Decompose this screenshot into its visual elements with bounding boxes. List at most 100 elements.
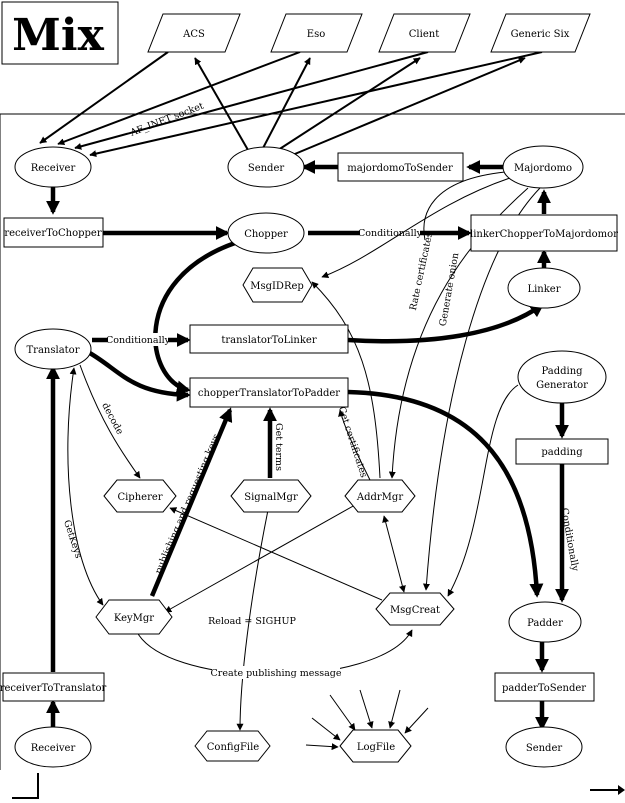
edge-log-4 [404,707,429,734]
svg-text:Chopper: Chopper [244,229,288,240]
svg-text:Linker: Linker [527,284,560,295]
edge-acs-receiver [39,51,169,144]
node-majordomo-to-sender: majordomoToSender [337,152,464,182]
node-padder-to-sender: padderToSender [494,672,595,702]
svg-text:SignalMgr: SignalMgr [244,492,298,503]
svg-text:KeyMgr: KeyMgr [114,613,154,624]
edge-signalmgr-configfile [236,509,269,731]
edge-label-generate-onion: Generate onion [438,252,462,327]
svg-text:LogFile: LogFile [357,742,395,753]
entry-line [12,773,39,799]
edge-log-5 [311,717,341,741]
svg-text:Translator: Translator [27,345,80,356]
svg-text:ConfigFile: ConfigFile [207,742,260,753]
edge-log-6 [305,743,339,751]
node-translator: Translator [14,328,92,370]
edge-label-conditionally-chopper: Conditionally [358,228,423,239]
svg-text:majordomoToSender: majordomoToSender [347,163,453,174]
edge-majordomo-chopper-thin [423,171,506,241]
node-receiver-bottom: Receiver [14,726,92,768]
svg-text:MsgCreat: MsgCreat [390,605,440,616]
svg-text:Padding: Padding [541,366,583,377]
edge-label-af-inet: AF_INET socket [128,101,206,140]
svg-text:Eso: Eso [307,29,325,40]
mix-boundary [0,113,625,770]
svg-text:ACS: ACS [182,29,205,40]
edge-generic-receiver [89,51,543,158]
node-client: Client [378,13,471,53]
node-sender-top: Sender [227,146,305,188]
node-linker-chopper-to-majordomo: linkerChopperToMajordomor [470,214,618,252]
svg-text:Generic Six: Generic Six [511,29,570,40]
svg-text:translatorToLinker: translatorToLinker [221,335,316,346]
svg-text:Sender: Sender [526,743,563,754]
node-acs: ACS [147,13,241,53]
edge-log-2 [359,689,374,729]
edge-translator-keymgr [67,367,104,606]
svg-text:Receiver: Receiver [31,163,76,174]
edge-addrmgr-cttp [338,409,371,481]
svg-text:Generator: Generator [536,380,588,391]
node-cipherer: Cipherer [103,479,177,513]
node-linker: Linker [507,267,581,309]
edge-label-getkeys: GetKeys [61,519,84,560]
edge-client-receiver [74,51,429,150]
svg-text:MsgIDRep: MsgIDRep [250,281,304,292]
edge-addrmgr-msgcreat [382,515,406,593]
edge-majordomo-msgidrep [321,177,511,279]
edge-sender-client [274,57,421,153]
node-padding: padding [515,438,609,465]
node-padder: Padder [508,601,582,643]
node-chopper: Chopper [227,212,305,254]
svg-text:chopperTranslatorToPadder: chopperTranslatorToPadder [198,388,340,399]
edge-label-reload-sighup: Reload = SIGHUP [208,616,296,627]
node-chopper-translator-to-padder: chopperTranslatorToPadder [189,377,349,408]
node-receiver-to-chopper: receiverToChopper [3,217,104,248]
title-box: Mix [1,1,119,65]
node-signal-mgr: SignalMgr [230,479,312,513]
svg-text:Cipherer: Cipherer [117,492,162,503]
svg-text:receiverToChopper: receiverToChopper [4,228,102,239]
edge-log-1 [329,694,356,731]
edge-addrmgr-keymgr [164,504,356,613]
node-key-mgr: KeyMgr [95,599,173,635]
edge-chopper-to-cttp [153,240,236,395]
node-receiver-to-translator: receiverToTranslator [0,672,107,702]
svg-text:padderToSender: padderToSender [502,683,586,694]
diagram-title: Mix [12,10,104,61]
node-generic-six: Generic Six [490,13,591,53]
edge-sender-acs [194,57,249,151]
edge-ttl-to-linker [347,303,545,344]
edge-label-get-certificates: Get certificates [336,405,369,479]
node-msg-creat: MsgCreat [375,592,455,626]
edge-label-rate-certificates: Rate certificates [408,231,435,311]
svg-text:Padder: Padder [527,618,563,629]
svg-text:padding: padding [541,447,583,458]
edge-label-get-terms: Get terms [273,423,284,471]
svg-text:Sender: Sender [248,163,285,174]
node-padding-generator: Padding Generator [517,350,607,404]
edge-keymgr-cttp [149,407,233,597]
node-log-file: LogFile [339,729,412,763]
edge-cttp-to-padder [347,389,544,598]
node-translator-to-linker: translatorToLinker [189,324,349,354]
node-eso: Eso [270,13,363,53]
edge-sender-eso [261,57,311,151]
svg-text:AddrMgr: AddrMgr [356,492,403,503]
edge-eso-receiver [57,51,301,146]
edge-msgcreat-cipherer [169,507,383,601]
svg-text:Receiver: Receiver [31,743,76,754]
svg-text:receiverToTranslator: receiverToTranslator [0,683,107,694]
node-config-file: ConfigFile [194,730,271,762]
node-majordomo: Majordomo [502,145,584,189]
edge-majordomo-addrmgr [388,187,529,479]
edge-label-conditionally-translator: Conditionally [106,335,171,346]
edge-log-3 [388,689,401,729]
edge-label-create-publishing-message: Create publishing message [211,668,342,679]
node-sender-bottom: Sender [505,726,583,768]
node-addr-mgr: AddrMgr [344,479,416,513]
node-msg-id-rep: MsgIDRep [242,267,313,303]
edge-padgen-to-msgcreat [447,384,519,597]
edge-addrmgr-msgidrep [311,281,381,479]
